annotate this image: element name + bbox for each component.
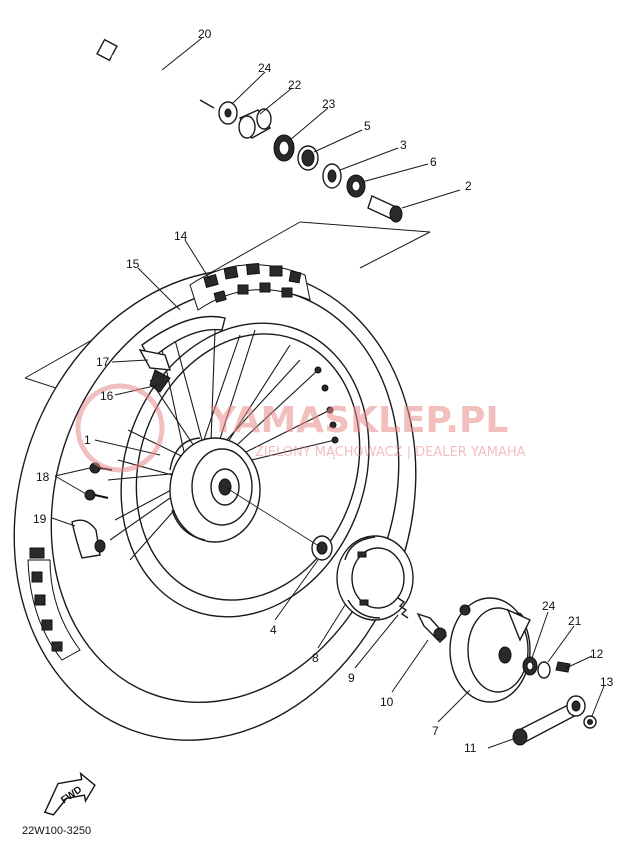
spacer-part xyxy=(322,163,342,189)
watermark-brand: YAMASKLEP.PL xyxy=(209,400,508,441)
axis-line xyxy=(224,486,323,549)
label-11: 11 xyxy=(464,741,477,755)
label-14: 14 xyxy=(174,229,188,243)
label-1: 1 xyxy=(84,433,91,447)
forward-arrow-icon: FWD xyxy=(43,771,96,816)
watermark-logo-icon xyxy=(75,383,165,473)
label-7: 7 xyxy=(432,724,439,738)
collar-part xyxy=(238,108,272,139)
label-16: 16 xyxy=(100,389,114,403)
label-6: 6 xyxy=(430,155,437,169)
label-18: 18 xyxy=(36,470,50,484)
label-21: 21 xyxy=(568,614,582,628)
label-13: 13 xyxy=(600,675,614,689)
label-12: 12 xyxy=(590,647,604,661)
label-19: 19 xyxy=(33,512,47,526)
label-24-top: 24 xyxy=(258,61,272,75)
brake-shoe-part xyxy=(336,535,414,621)
leader-lines xyxy=(51,37,605,749)
spring-part xyxy=(397,597,409,619)
label-4: 4 xyxy=(270,623,277,637)
diagram-code: 22W100-3250 xyxy=(22,825,91,837)
tire-tread xyxy=(189,262,311,311)
brake-arm-part xyxy=(512,695,586,746)
label-20: 20 xyxy=(198,27,212,41)
brake-plate-part xyxy=(449,597,531,703)
tube-valve-part xyxy=(149,369,171,393)
label-23: 23 xyxy=(322,97,336,111)
label-8: 8 xyxy=(312,651,319,665)
cam-part xyxy=(416,612,447,643)
label-15: 15 xyxy=(126,257,140,271)
part-labels: 20 24 22 23 5 3 6 2 14 15 17 16 1 18 19 … xyxy=(33,27,614,755)
oil-seal-part xyxy=(273,134,295,162)
label-10: 10 xyxy=(380,695,394,709)
label-2: 2 xyxy=(465,179,472,193)
spoke-nipples xyxy=(314,366,339,444)
axle-part xyxy=(96,38,215,109)
spacer-tube-part xyxy=(367,195,403,223)
watermark-tagline: ZIELONY MĄCHOWACZ | DEALER YAMAHA xyxy=(255,445,526,460)
plate-washer-part xyxy=(522,656,551,679)
tire-tread-bottom xyxy=(27,547,81,661)
watermark: YAMASKLEP.PL ZIELONY MĄCHOWACZ | DEALER … xyxy=(75,383,526,473)
rim xyxy=(120,322,370,618)
band-part xyxy=(71,519,106,559)
bearing-part xyxy=(297,145,319,171)
label-5: 5 xyxy=(364,119,371,133)
label-17: 17 xyxy=(96,355,110,369)
hub xyxy=(169,437,261,543)
label-24-bottom: 24 xyxy=(542,599,556,613)
nut-part xyxy=(555,661,571,673)
washer-part xyxy=(218,101,238,125)
label-3: 3 xyxy=(400,138,407,152)
nut-part-2 xyxy=(583,715,597,729)
label-9: 9 xyxy=(348,671,355,685)
label-22: 22 xyxy=(288,78,302,92)
rim-band-part xyxy=(138,315,226,371)
bearing-part-2 xyxy=(346,174,366,198)
